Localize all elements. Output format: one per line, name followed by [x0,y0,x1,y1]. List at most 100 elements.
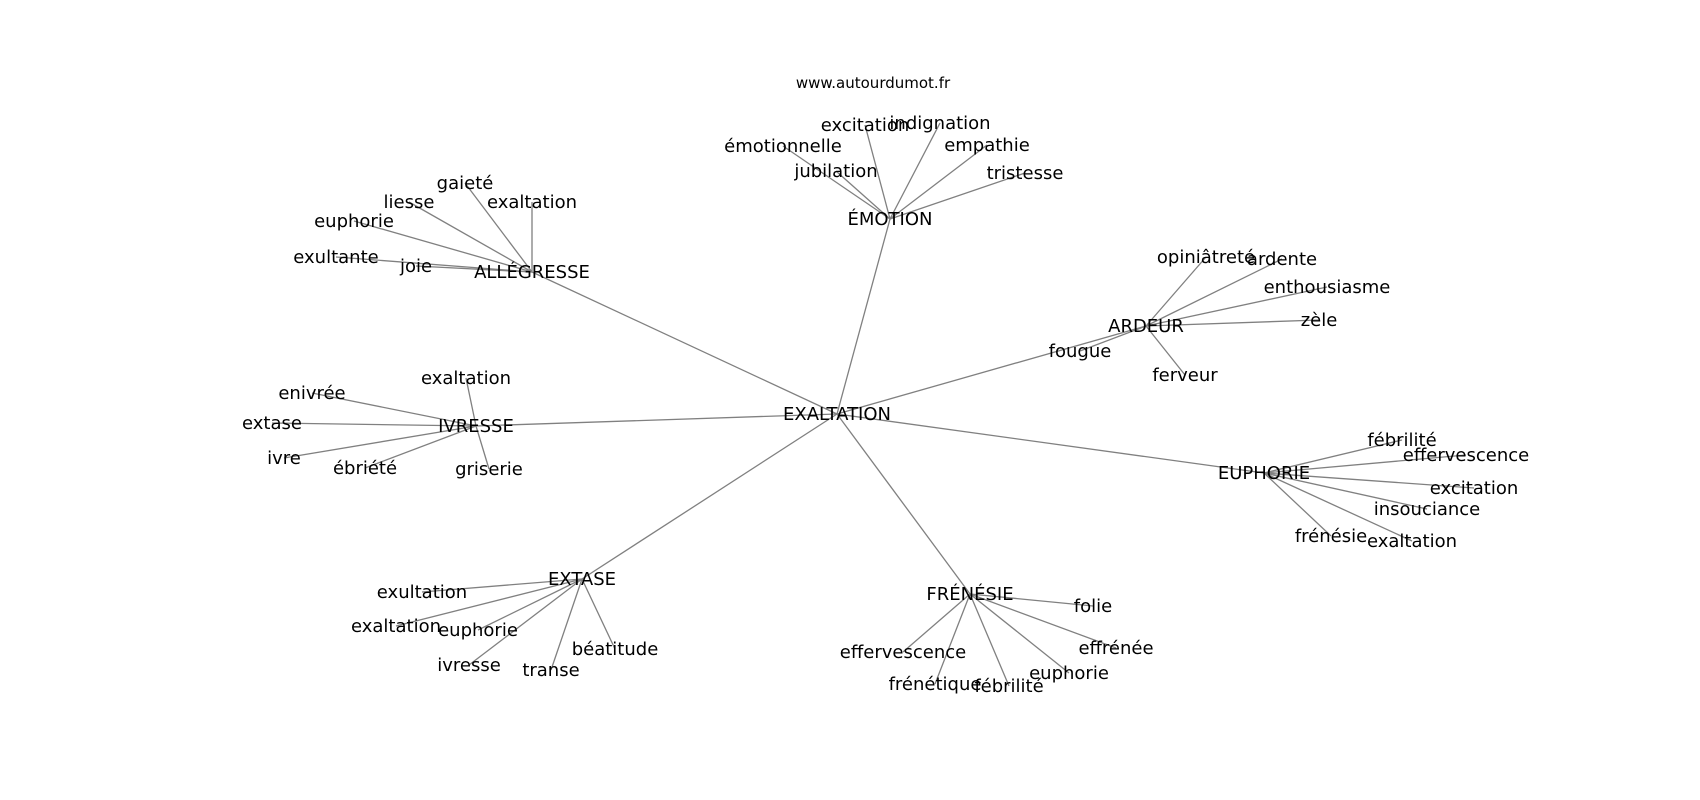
edge-ivresse-leaf [364,425,477,469]
leaf-node-label: émotionnelle [724,136,842,157]
edge-frenesie-leaf [969,593,1117,649]
watermark: www.autourdumot.fr [796,74,951,92]
edge-emotion-leaf [782,145,891,220]
leaf-node-label: béatitude [572,639,659,660]
edge-frenesie-leaf [969,593,1010,687]
edge-center-allegresse [531,271,838,415]
edge-euphorie-leaf [1263,472,1428,510]
edge-extase-leaf [421,578,583,593]
edge-allegresse-leaf [415,265,533,273]
leaf-node-label: liesse [384,192,435,213]
edge-ardeur-leaf [1145,319,1320,327]
leaf-node-label: enivrée [278,383,345,404]
leaf-node-label: folie [1074,596,1112,617]
leaf-node-label: exultation [377,582,467,603]
leaf-node-label: ferveur [1152,365,1218,386]
leaf-node-label: effervescence [1403,445,1529,466]
edge-euphorie-leaf [1263,439,1403,474]
leaf-node-label: tristesse [987,163,1064,184]
hub-node-frenesie: FRÉNÉSIE [926,583,1013,605]
edge-ardeur-leaf [1145,325,1186,376]
edge-extase-leaf [550,578,583,671]
edge-extase-leaf [468,578,583,666]
edge-emotion-leaf [889,172,1026,220]
graph-edges [271,122,1475,687]
hub-node-euphorie: EUPHORIE [1218,463,1310,484]
leaf-node-label: effrénée [1078,638,1153,659]
edge-extase-leaf [581,578,616,650]
leaf-node-label: frénétique [889,674,982,695]
leaf-node-label: exaltation [487,192,577,213]
leaf-node-label: griserie [455,459,523,480]
leaf-node-label: frénésie [1295,526,1367,547]
leaf-node-label: exaltation [1367,531,1457,552]
leaf-node-label: jubilation [793,161,877,182]
leaf-node-label: exaltation [351,616,441,637]
edge-emotion-leaf [889,122,941,220]
edge-emotion-leaf [864,124,891,220]
edge-ivresse-leaf [311,392,477,427]
leaf-node-label: euphorie [314,211,394,232]
leaf-node-label: effervescence [840,642,966,663]
edge-euphorie-leaf [1263,472,1475,489]
leaf-node-label: empathie [944,135,1030,156]
edge-frenesie-leaf [934,593,971,685]
edge-frenesie-leaf [902,593,971,653]
edge-extase-leaf [477,578,583,631]
hub-node-ivresse: IVRESSE [438,416,514,437]
edge-center-emotion [836,218,891,415]
leaf-node-label: opiniâtreté [1157,247,1255,268]
hub-node-allegresse: ALLÉGRESSE [474,261,590,283]
graph-labels: www.autourdumot.fr EXALTATION ÉMOTION exci… [242,74,1529,697]
edge-center-euphorie [836,413,1265,474]
leaf-node-label: excitation [1430,478,1519,499]
leaf-node-label: fougue [1049,341,1112,362]
leaf-node-label: ivre [267,448,301,469]
leaf-node-label: insouciance [1374,499,1481,520]
leaf-node-label: enthousiasme [1264,277,1391,298]
edge-ardeur-leaf [1145,258,1283,327]
edge-extase-leaf [395,578,583,627]
edge-ardeur-leaf [1145,256,1207,327]
edge-frenesie-leaf [969,593,1094,607]
edge-emotion-leaf [835,170,891,220]
edge-center-frenesie [836,413,971,595]
edge-center-extase [581,413,838,580]
leaf-node-label: extase [242,413,302,434]
hub-node-ardeur: ARDEUR [1108,316,1184,337]
leaf-node-label: fébrilité [1367,430,1436,451]
leaf-node-label: gaieté [437,173,494,194]
leaf-node-label: excitation [821,115,910,136]
edge-ivresse-leaf [465,377,477,427]
edge-frenesie-leaf [969,593,1070,674]
leaf-node-label: joie [399,256,432,277]
edge-ardeur-leaf [1079,325,1147,352]
edge-euphorie-leaf [1263,472,1413,542]
edge-center-ivresse [475,413,838,427]
edge-euphorie-leaf [1263,454,1467,474]
hub-node-emotion: ÉMOTION [847,208,932,230]
leaf-node-label: euphorie [438,620,518,641]
edge-center-ardeur [836,325,1147,415]
edge-emotion-leaf [889,144,988,220]
center-node-label: EXALTATION [783,404,891,425]
edge-ivresse-leaf [475,425,490,470]
leaf-node-label: indignation [889,113,990,134]
hub-node-extase: EXTASE [548,569,616,590]
leaf-node-label: exaltation [421,368,511,389]
leaf-node-label: euphorie [1029,663,1109,684]
edge-allegresse-leaf [353,220,533,273]
edge-allegresse-leaf [335,256,533,273]
edge-ivresse-leaf [283,425,477,459]
leaf-node-label: ardente [1247,249,1317,270]
leaf-node-label: fébrilité [974,676,1043,697]
leaf-node-label: transe [522,660,579,681]
edge-allegresse-leaf [408,201,533,273]
edge-ivresse-leaf [271,422,477,427]
leaf-node-label: ivresse [437,655,501,676]
edge-ardeur-leaf [1145,286,1328,327]
leaf-node-label: ébriété [333,458,397,479]
leaf-node-label: zèle [1301,310,1338,331]
